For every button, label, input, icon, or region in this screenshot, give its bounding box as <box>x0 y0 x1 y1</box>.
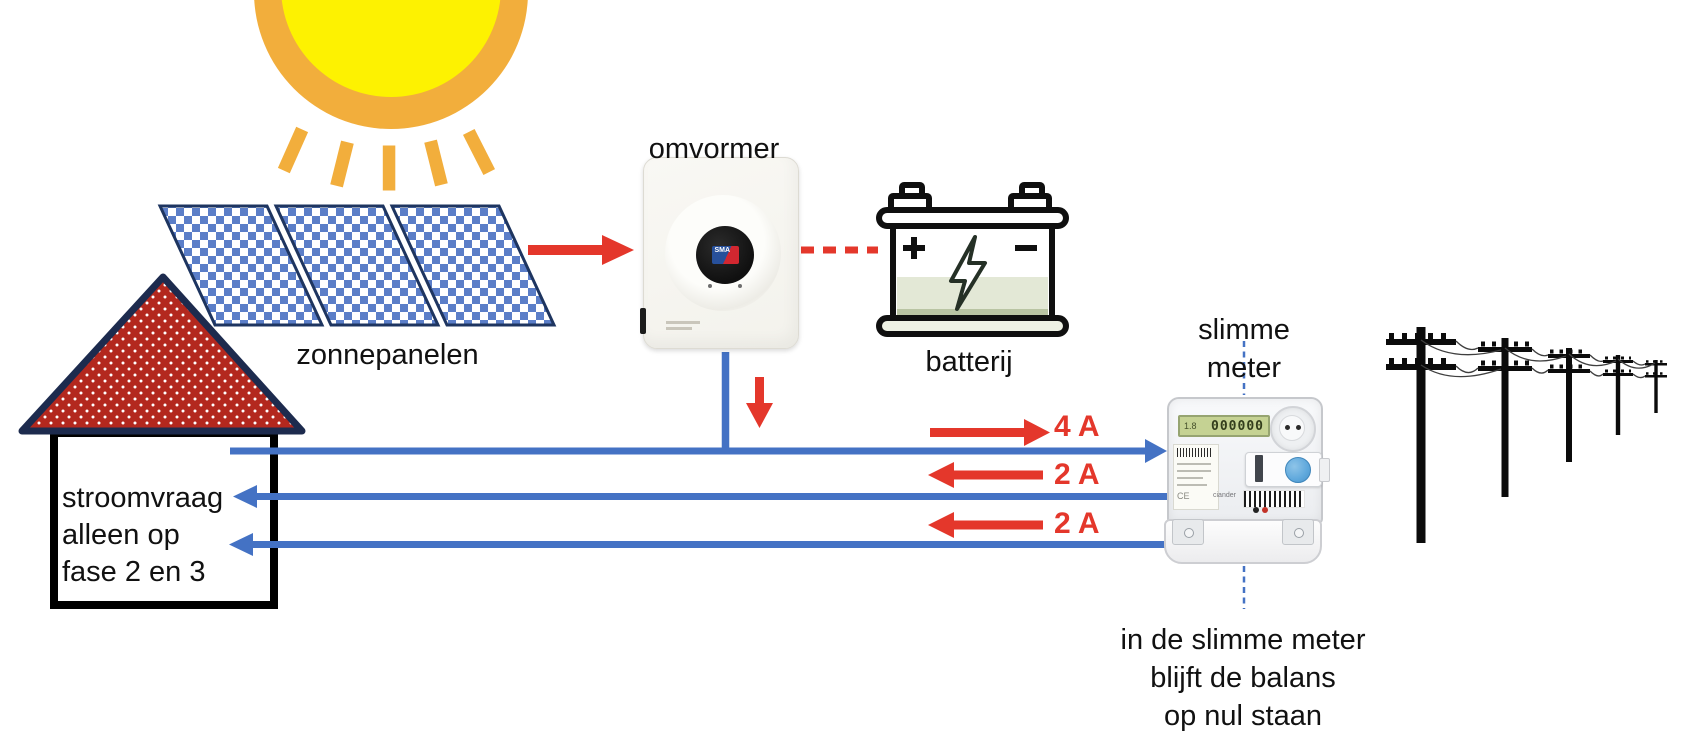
smart-meter-label-line2: meter <box>1206 352 1282 384</box>
status-dot-red <box>1262 507 1268 513</box>
lightning-bolt-icon <box>949 235 987 311</box>
cover-screw-tab <box>1282 519 1314 545</box>
barcode-icon <box>1243 490 1305 508</box>
inverter-model-text-placeholder <box>666 327 692 330</box>
inverter-indicator-dot <box>708 284 712 288</box>
optical-port-icon <box>1270 406 1316 452</box>
battery-bottom-bar <box>876 315 1069 337</box>
meter-side-tab <box>1319 458 1330 482</box>
import-current-label-2: 2 A <box>1054 507 1100 540</box>
ce-mark: CE <box>1177 491 1190 501</box>
power-pole-icon <box>1478 338 1532 497</box>
screw-icon <box>1184 528 1194 538</box>
optical-port-inner <box>1279 415 1305 441</box>
label-text-line <box>1177 484 1207 486</box>
power-pole-icon <box>1548 348 1590 462</box>
house-demand-line1: stroomvraag <box>62 482 224 514</box>
plus-icon <box>903 237 925 259</box>
panels-to-inverter-arrowhead-icon <box>602 235 634 265</box>
sma-logo-text: SMA <box>714 247 731 254</box>
house-roof <box>18 273 306 435</box>
smart-meter-icon: 1.8 000000 CE ciander <box>1160 396 1330 568</box>
screw-icon <box>1294 528 1304 538</box>
meter-note-line3: op nul staan <box>1163 700 1322 732</box>
meter-info-label: CE <box>1173 444 1219 510</box>
inverter-display-ring: SMA <box>696 226 754 284</box>
meter-brand-text: ciander <box>1213 492 1236 499</box>
power-wires <box>1420 339 1656 379</box>
meter-button <box>1285 457 1311 483</box>
inverter-label: omvormer <box>648 133 780 165</box>
meter-lcd-reading: 000000 <box>1211 418 1264 434</box>
smart-meter-label: slimme meter <box>1164 311 1324 387</box>
sun-icon <box>254 0 528 191</box>
import-current-label-1: 2 A <box>1054 458 1100 491</box>
battery-icon <box>876 182 1069 337</box>
label-text-line <box>1177 463 1211 465</box>
inverter-down-arrowhead-icon <box>746 403 773 428</box>
meter-lcd-display: 1.8 000000 <box>1178 415 1270 437</box>
meter-note-line1: in de slimme meter <box>1120 624 1366 656</box>
serial-barcode-icon <box>1177 448 1213 457</box>
import-arrowhead-2-icon <box>928 512 954 538</box>
sun-ray-icon <box>462 129 496 175</box>
inverter-icon: SMA <box>640 157 799 349</box>
meter-note: in de slimme meter blijft de balans op n… <box>1093 621 1393 735</box>
cover-screw-tab <box>1172 519 1204 545</box>
phase1-arrowhead-icon <box>1145 439 1167 463</box>
phase-lines <box>229 352 1169 556</box>
phase2-arrowhead-icon <box>233 485 257 508</box>
label-text-line <box>1177 470 1211 472</box>
flow-arrows <box>528 235 1050 538</box>
sun-ray-icon <box>424 139 448 187</box>
phase3-arrowhead-icon <box>229 533 253 556</box>
house-demand-label: stroomvraag alleen op fase 2 en 3 <box>62 480 223 591</box>
status-dot-black <box>1253 507 1259 513</box>
power-grid-icon <box>1386 327 1667 543</box>
solar-panel-icon <box>157 204 325 327</box>
solar-panels-label: zonnepanelen <box>296 339 479 371</box>
battery-label: batterij <box>925 346 1013 378</box>
solar-panel-icon <box>273 204 441 327</box>
label-text-line <box>1177 477 1203 479</box>
solar-panels-icon <box>157 204 557 327</box>
sun-core <box>281 0 501 97</box>
port-dot <box>1285 425 1290 430</box>
sma-logo-icon: SMA <box>711 246 739 264</box>
house-demand-line3: fase 2 en 3 <box>62 556 206 588</box>
solar-panel-icon <box>389 204 557 327</box>
meter-slot <box>1255 455 1263 482</box>
inverter-model-text-placeholder <box>666 321 700 324</box>
house-icon <box>18 273 306 609</box>
port-dot <box>1296 425 1301 430</box>
export-arrowhead-icon <box>1024 419 1050 446</box>
inverter-indicator-dot <box>738 284 742 288</box>
house-demand-line2: alleen op <box>62 519 180 551</box>
inverter-side-tab <box>640 308 646 334</box>
sun-ray-icon <box>277 126 309 174</box>
power-pole-icon <box>1603 355 1633 435</box>
battery-charge-edge <box>897 309 1048 315</box>
meter-note-line2: blijft de balans <box>1150 662 1336 694</box>
import-arrowhead-1-icon <box>928 462 954 488</box>
sun-rays <box>277 126 496 191</box>
export-current-label: 4 A <box>1054 410 1100 443</box>
smart-meter-label-line1: slimme <box>1198 314 1290 346</box>
power-pole-icon <box>1386 327 1456 543</box>
meter-lcd-left-value: 1.8 <box>1184 421 1197 431</box>
sun-ray-icon <box>382 145 396 191</box>
power-pole-icon <box>1645 360 1667 413</box>
sun-ray-icon <box>330 140 354 188</box>
house-walls <box>50 429 278 609</box>
